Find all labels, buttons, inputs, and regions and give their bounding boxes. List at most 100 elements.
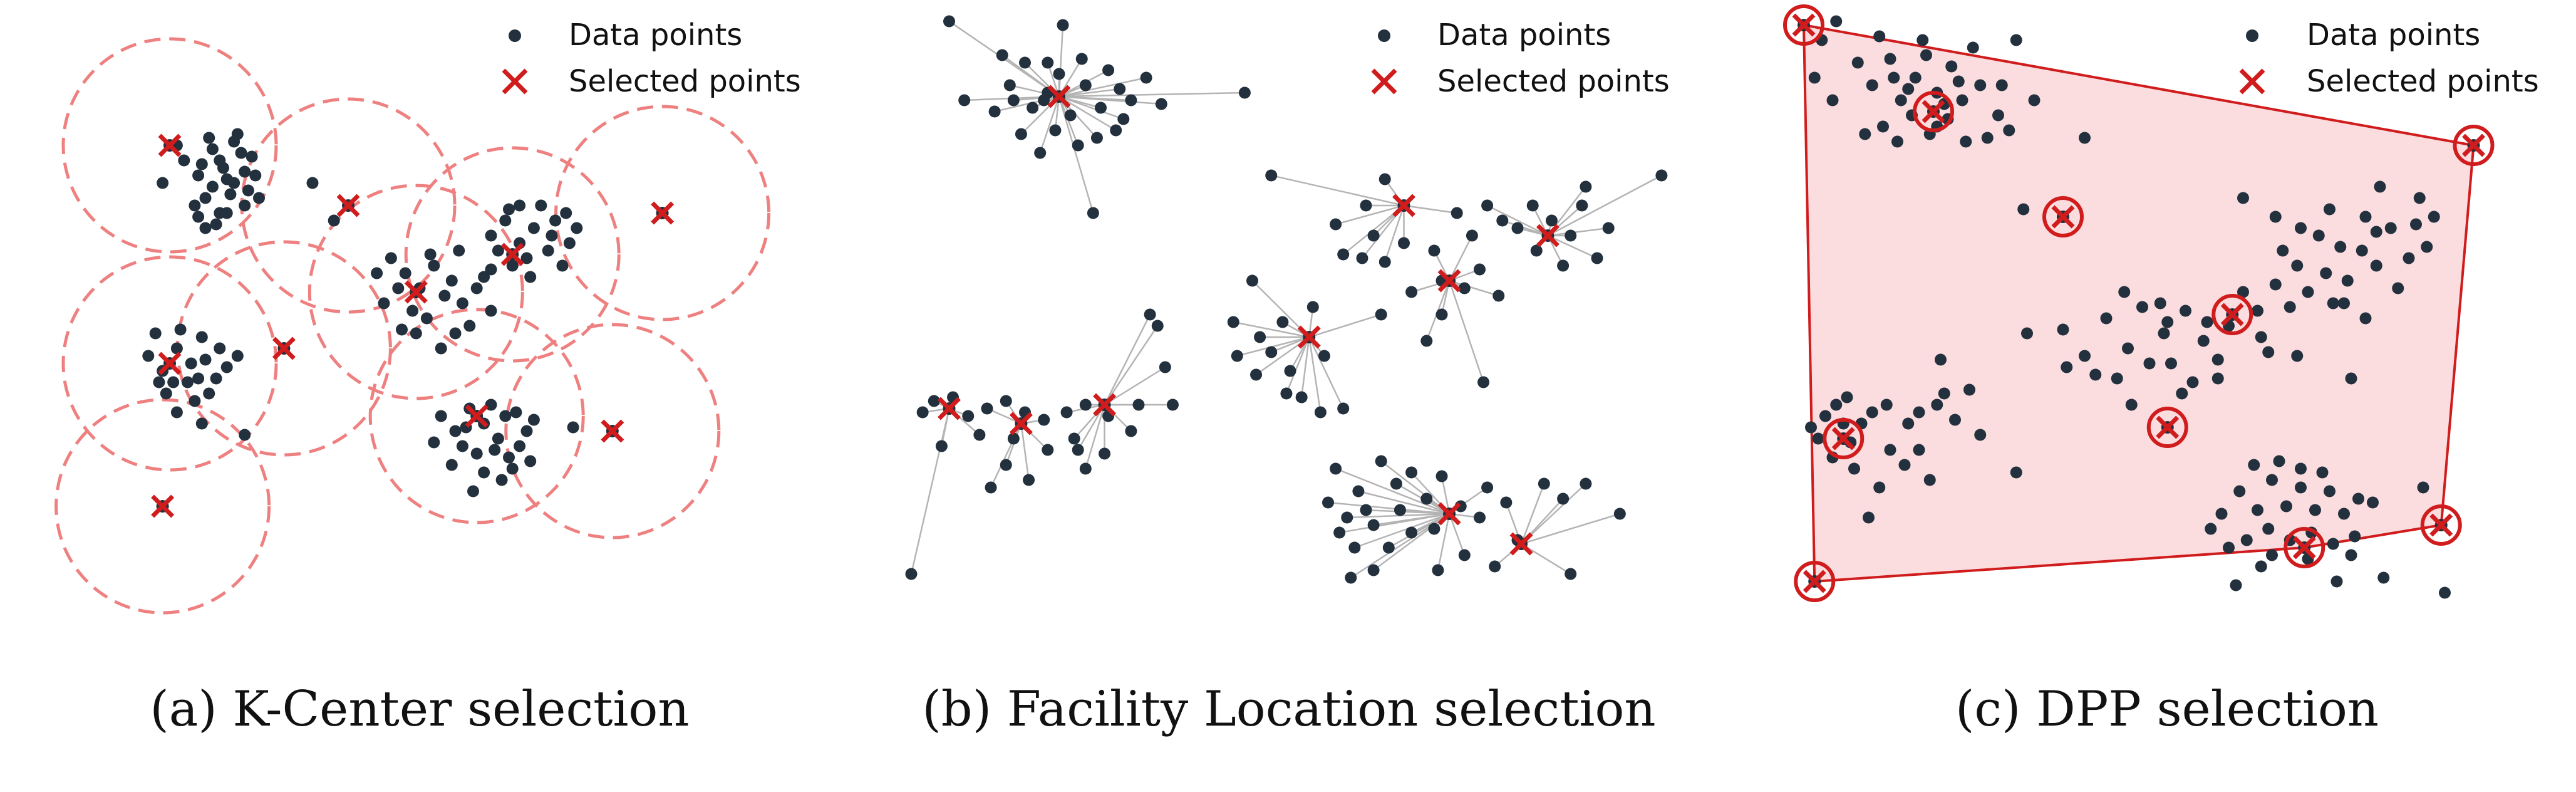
- data-point: [1090, 132, 1103, 144]
- selected-point-marker: [1047, 85, 1071, 108]
- data-point: [1613, 508, 1626, 520]
- data-point: [1655, 169, 1668, 182]
- data-point: [1451, 207, 1463, 219]
- data-point: [1435, 308, 1448, 321]
- data-point: [2021, 327, 2033, 340]
- assignment-edge: [1437, 513, 1451, 571]
- data-point: [1565, 568, 1577, 580]
- data-point: [1318, 350, 1330, 362]
- data-point: [1379, 173, 1391, 185]
- data-point: [1254, 331, 1266, 343]
- data-point: [1019, 56, 1031, 69]
- data-point: [2143, 357, 2156, 370]
- data-point: [1952, 75, 1965, 88]
- assignment-edge: [1520, 483, 1545, 544]
- selected-point-ring: [2146, 407, 2188, 448]
- data-point: [2237, 286, 2249, 298]
- data-point: [485, 263, 497, 276]
- data-point: [1458, 282, 1471, 294]
- data-point: [1367, 229, 1380, 242]
- selected-point-marker: [465, 404, 489, 428]
- data-point: [1576, 199, 1588, 212]
- data-point: [199, 192, 212, 204]
- selected-point-marker: [651, 201, 675, 225]
- data-point: [456, 440, 468, 452]
- data-point: [195, 417, 208, 430]
- assignment-edge: [1448, 235, 1473, 281]
- assignment-edge: [910, 408, 950, 575]
- data-point: [1295, 391, 1308, 404]
- selected-point-marker: [151, 494, 175, 518]
- assignment-edge: [1548, 227, 1609, 237]
- data-point: [1140, 71, 1152, 84]
- assignment-edge: [1328, 501, 1450, 515]
- data-point: [2295, 222, 2307, 234]
- selected-point-ring: [2453, 125, 2495, 166]
- data-point: [203, 387, 215, 400]
- data-point: [1003, 79, 1016, 91]
- data-point: [396, 323, 408, 336]
- assignment-edge: [990, 423, 1022, 488]
- data-point: [1280, 387, 1293, 400]
- data-point: [2136, 301, 2148, 313]
- data-point: [1981, 132, 1994, 144]
- data-point: [1064, 109, 1077, 122]
- caption-panel-c: (c) DPP selection: [1955, 681, 2379, 737]
- data-point: [231, 350, 244, 362]
- data-point: [371, 267, 383, 279]
- data-point: [2205, 523, 2217, 535]
- selected-point-marker: [500, 242, 524, 266]
- data-point: [549, 214, 562, 227]
- data-point: [2089, 368, 2102, 381]
- selected-point-marker: [1536, 224, 1560, 248]
- data-point: [478, 271, 490, 283]
- data-point: [253, 192, 265, 204]
- data-point: [1007, 94, 1020, 107]
- data-point: [2255, 560, 2267, 573]
- data-point: [2291, 259, 2304, 272]
- data-point: [1053, 68, 1065, 80]
- data-point: [2028, 94, 2041, 107]
- assignment-edge: [1380, 461, 1450, 514]
- data-point: [1481, 199, 1494, 212]
- data-point: [1830, 15, 1843, 28]
- data-point: [2180, 305, 2191, 317]
- data-point: [973, 429, 986, 441]
- data-point: [1808, 71, 1821, 84]
- data-point: [560, 207, 572, 219]
- data-point: [1360, 504, 1372, 516]
- data-point: [2252, 504, 2263, 516]
- data-point: [203, 132, 215, 144]
- data-point: [182, 376, 194, 388]
- data-point: [1474, 263, 1486, 276]
- data-point: [1060, 406, 1073, 419]
- data-point: [1132, 399, 1145, 411]
- selected-point-ring: [2420, 504, 2462, 546]
- data-point: [524, 271, 537, 283]
- data-point: [503, 451, 515, 464]
- data-point: [246, 150, 258, 163]
- data-point: [2176, 387, 2188, 400]
- data-point: [410, 327, 422, 340]
- data-point: [1348, 541, 1361, 554]
- data-point: [1394, 504, 1406, 516]
- data-point: [1114, 83, 1126, 95]
- data-point: [160, 387, 172, 400]
- data-point: [506, 462, 519, 475]
- assignment-edge: [1233, 321, 1310, 338]
- data-point: [2211, 372, 2224, 385]
- data-point: [1489, 560, 1501, 573]
- plot-layer: [1783, 4, 2495, 602]
- data-point: [192, 372, 205, 385]
- data-point: [1322, 496, 1334, 509]
- assignment-edge: [1365, 509, 1450, 515]
- data-point: [2370, 259, 2382, 272]
- data-point: [1859, 128, 1871, 140]
- data-point: [2252, 305, 2263, 317]
- data-point: [2273, 455, 2285, 467]
- data-point: [489, 444, 501, 456]
- assignment-edge: [1521, 513, 1620, 545]
- data-point: [1079, 79, 1092, 91]
- data-point: [1819, 410, 1831, 422]
